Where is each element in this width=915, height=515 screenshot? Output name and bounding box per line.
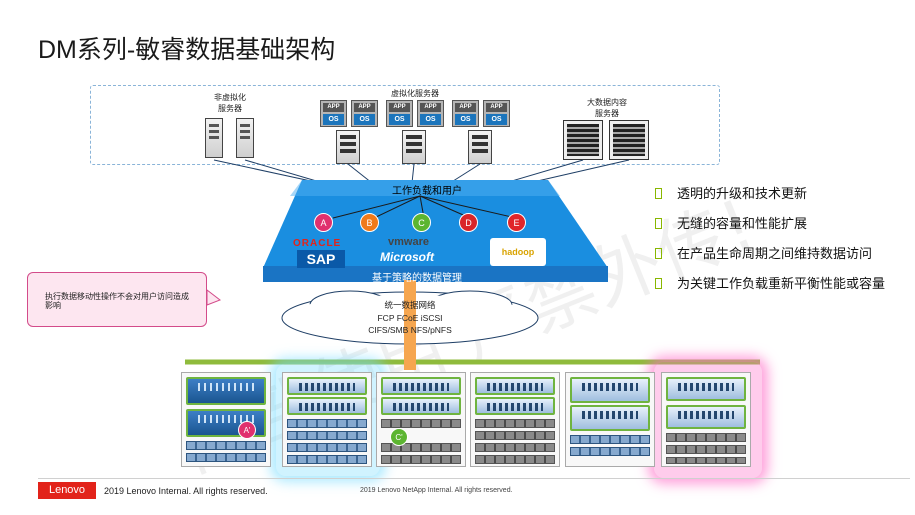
workload-circle-d: D [459, 213, 478, 232]
storage-rack-2 [282, 372, 372, 467]
footer-divider [38, 478, 910, 479]
pipe-to-storage [404, 280, 416, 370]
footer-copyright: 2019 Lenovo Internal. All rights reserve… [104, 486, 268, 496]
storage-rack-6 [661, 372, 751, 467]
feature-bullets: 透明的升级和技术更新 无缝的容量和性能扩展 在产品生命周期之间维持数据访问 为关… [655, 184, 910, 304]
network-protocols-block: FCP FCoE iSCSI [377, 313, 443, 323]
policy-data-management-label: 基于策略的数据管理 [372, 273, 462, 284]
storage-rack-4 [470, 372, 560, 467]
microsoft-logo: Microsoft [380, 250, 434, 264]
storage-rack-1 [181, 372, 271, 467]
non-virtual-server-icon [205, 118, 223, 158]
workload-label: 工作负载和用户 [392, 186, 462, 197]
virtual-host-icon [336, 130, 360, 164]
non-virtual-server-label: 非虚拟化 服务器 [214, 93, 246, 113]
bigdata-server-icon [563, 120, 603, 160]
slide-title: DM系列-敏睿数据基础架构 [38, 36, 336, 64]
workload-circle-e: E [507, 213, 526, 232]
bullet-marker-icon [655, 218, 662, 229]
storage-rack-3 [376, 372, 466, 467]
network-title: 统一数据网络 [384, 300, 436, 310]
virtual-host-icon [468, 130, 492, 164]
storage-badge-c: C' [390, 428, 408, 446]
workload-circle-c: C [412, 213, 431, 232]
callout-text: 执行数据移动性操作不会对用户访问造成影响 [45, 292, 189, 310]
footer-center-note: 2019 Lenovo NetApp Internal. All rights … [360, 487, 513, 494]
bigdata-server-icon [609, 120, 649, 160]
lenovo-logo: Lenovo [38, 482, 96, 499]
bullet-item: 无缝的容量和性能扩展 [655, 214, 910, 234]
workload-circle-a: A [314, 213, 333, 232]
non-virtual-server-icon [236, 118, 254, 158]
bullet-item: 在产品生命周期之间维持数据访问 [655, 244, 910, 264]
sap-logo: SAP [297, 250, 345, 268]
oracle-logo: ORACLE [293, 238, 342, 249]
hadoop-logo: hadoop [490, 238, 546, 266]
storage-badge-a: A' [238, 421, 256, 439]
bullet-item: 为关键工作负载重新平衡性能或容量 [655, 274, 910, 294]
bullet-item: 透明的升级和技术更新 [655, 184, 910, 204]
storage-rack-5 [565, 372, 655, 467]
virtual-host-icon [402, 130, 426, 164]
bullet-marker-icon [655, 248, 662, 259]
network-protocols-file: CIFS/SMB NFS/pNFS [368, 325, 452, 335]
bigdata-server-label: 大数据内容 服务器 [587, 98, 627, 118]
virtual-server-label: 虚拟化服务器 [391, 89, 439, 98]
server-tier-container [90, 85, 720, 165]
vmware-logo: vmware [388, 236, 429, 248]
bullet-marker-icon [655, 278, 662, 289]
workload-circle-b: B [360, 213, 379, 232]
callout-box [27, 272, 207, 327]
bullet-marker-icon [655, 188, 662, 199]
